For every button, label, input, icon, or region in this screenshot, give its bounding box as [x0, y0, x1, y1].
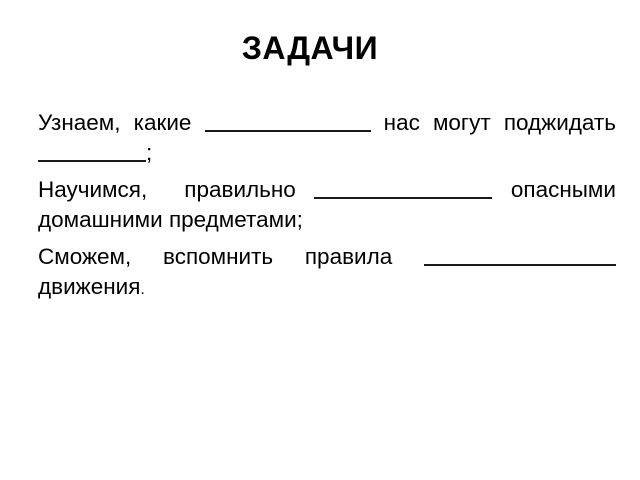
task-2-word-4: домашними предметами;: [38, 207, 303, 232]
task-1-punct: ;: [146, 140, 153, 165]
task-item-2: Научимся, правильно опасными домашними п…: [38, 175, 616, 235]
task-1-word-5: поджидать: [503, 110, 616, 135]
task-3-punct: .: [140, 281, 145, 298]
task-2-word-1: Научимся,: [38, 177, 148, 202]
task-item-3: Сможем, вспомнить правила движения.: [38, 242, 616, 305]
task-2-word-3: опасными: [510, 177, 616, 202]
fill-in-blank-1: [204, 110, 371, 132]
task-1-word-3: нас: [383, 110, 420, 135]
task-1-word-1: Узнаем,: [38, 110, 121, 135]
fill-in-blank-3: [314, 177, 493, 199]
slide-title: ЗАДАЧИ: [241, 30, 379, 66]
task-3-word-1: Сможем,: [38, 244, 132, 269]
fill-in-blank-4: [423, 244, 616, 266]
task-1-word-4: могут: [432, 110, 491, 135]
task-3-word-4: движения: [38, 274, 141, 299]
task-list: Узнаем, какие нас могут поджидать ; Науч…: [38, 108, 616, 312]
task-item-1: Узнаем, какие нас могут поджидать ;: [38, 108, 616, 168]
task-3-word-2: вспомнить: [163, 244, 274, 269]
fill-in-blank-2: [38, 140, 146, 162]
task-1-word-2: какие: [133, 110, 192, 135]
task-2-word-2: правильно: [184, 177, 296, 202]
task-3-word-3: правила: [304, 244, 393, 269]
